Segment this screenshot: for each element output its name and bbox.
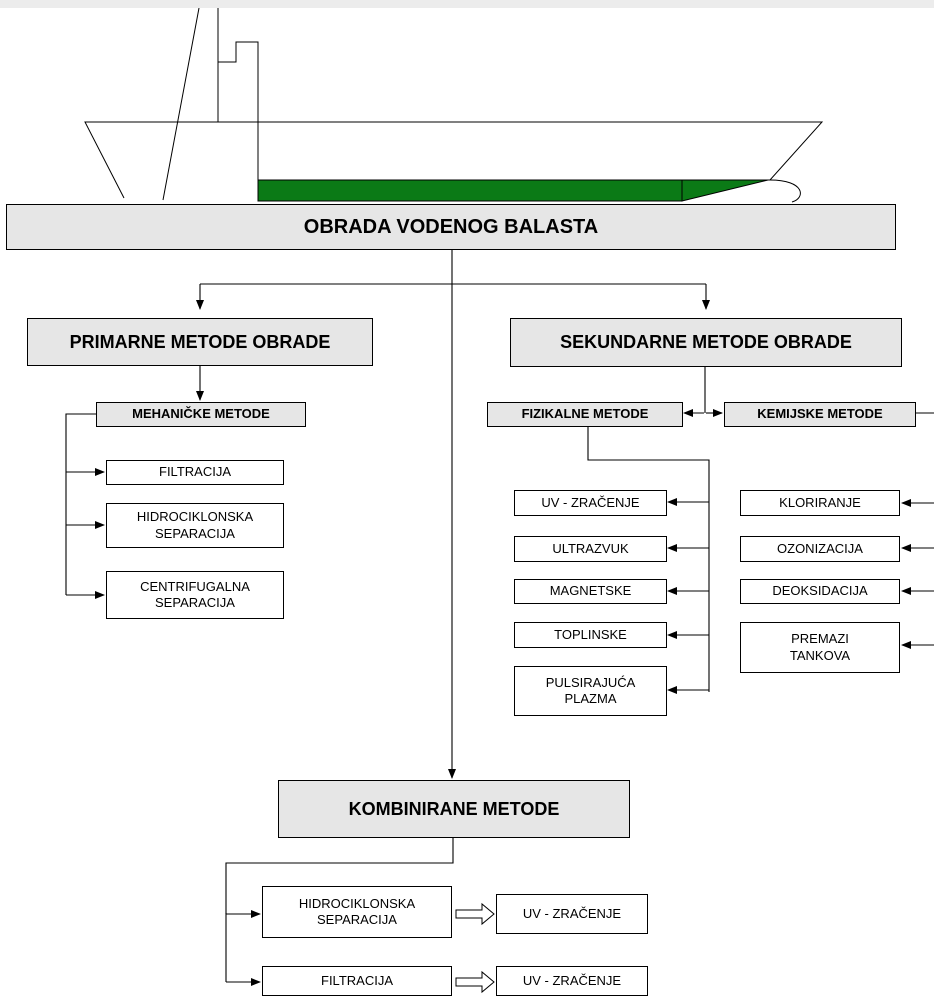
hollow-arrow-1: [455, 902, 495, 926]
primary-methods-box: PRIMARNE METODE OBRADE: [27, 318, 373, 366]
combined-row-2-first: FILTRACIJA: [262, 966, 452, 996]
hollow-arrows: [455, 902, 495, 994]
mechanical-methods-title: MEHANIČKE METODE: [132, 406, 270, 422]
physical-methods-title: FIZIKALNE METODE: [521, 406, 649, 422]
combined-row-1-second: UV - ZRAČENJE: [496, 894, 648, 934]
chemical-item-2: OZONIZACIJA: [740, 536, 900, 562]
ballast-treatment-diagram: [65, 8, 934, 994]
secondary-methods-title: SEKUNDARNE METODE OBRADE: [560, 332, 852, 353]
physical-methods-box: FIZIKALNE METODE: [487, 402, 683, 427]
secondary-methods-box: SEKUNDARNE METODE OBRADE: [510, 318, 902, 367]
ship-hull-outline: [84, 121, 218, 199]
physical-item-1: UV - ZRAČENJE: [514, 490, 667, 516]
physical-item-2: ULTRAZVUK: [514, 536, 667, 562]
combined-methods-box: KOMBINIRANE METODE: [278, 780, 630, 838]
main-title-box: OBRADA VODENOG BALASTA: [6, 204, 896, 250]
combined-row-1-first: HIDROCIKLONSKA SEPARACIJA: [262, 886, 452, 938]
mechanical-item-3: CENTRIFUGALNA SEPARACIJA: [106, 571, 284, 619]
physical-item-5: PULSIRAJUĆA PLAZMA: [514, 666, 667, 716]
combined-methods-title: KOMBINIRANE METODE: [348, 798, 560, 819]
mechanical-item-2: HIDROCIKLONSKA SEPARACIJA: [106, 503, 284, 548]
connectors: [65, 250, 934, 986]
diagram-page: OBRADA VODENOG BALASTA PRIMARNE METODE O…: [0, 8, 934, 998]
ship-bow-curve: [769, 179, 801, 203]
chemical-methods-box: KEMIJSKE METODE: [724, 402, 916, 427]
ballast-tank: [257, 179, 683, 202]
chemical-methods-title: KEMIJSKE METODE: [757, 406, 883, 422]
combined-row-2-second: UV - ZRAČENJE: [496, 966, 648, 996]
chemical-item-4: PREMAZI TANKOVA: [740, 622, 900, 673]
primary-methods-title: PRIMARNE METODE OBRADE: [69, 331, 331, 352]
ship-illustration: [84, 8, 824, 203]
hollow-arrow-2: [455, 970, 495, 994]
ballast-tank-bow: [681, 179, 769, 202]
physical-item-3: MAGNETSKE: [514, 579, 667, 604]
chemical-item-1: KLORIRANJE: [740, 490, 900, 516]
mechanical-methods-box: MEHANIČKE METODE: [96, 402, 306, 427]
mechanical-item-1: FILTRACIJA: [106, 460, 284, 485]
main-title: OBRADA VODENOG BALASTA: [303, 215, 599, 238]
chemical-item-3: DEOKSIDACIJA: [740, 579, 900, 604]
physical-item-4: TOPLINSKE: [514, 622, 667, 648]
ship-mast-outline: [162, 8, 824, 201]
